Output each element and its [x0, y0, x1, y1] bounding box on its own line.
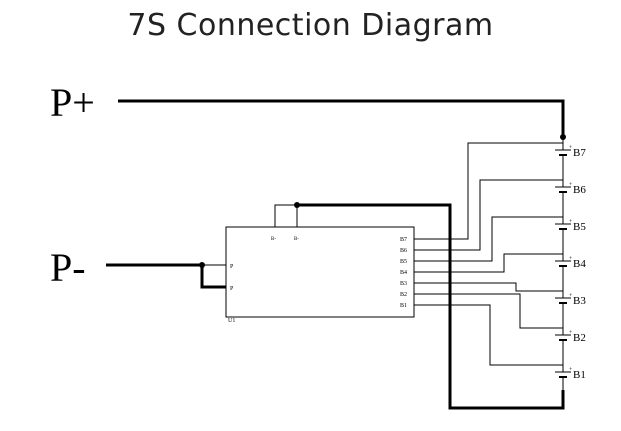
chip-ref: U1	[228, 318, 235, 324]
sense-wires	[414, 142, 563, 366]
p-minus-label: P-	[50, 245, 86, 290]
chip-pin-b5: B5	[400, 259, 407, 265]
b-minus-wire	[297, 203, 565, 410]
battery-cell-b3: +B3	[555, 293, 586, 307]
battery-label: B5	[573, 221, 586, 233]
battery-cell-b6: +B6	[555, 182, 586, 196]
sense-wire-b5	[414, 216, 563, 262]
battery-plus-sign: +	[569, 293, 573, 299]
battery-cell-b4: +B4	[555, 256, 586, 270]
sense-wire-b4	[414, 253, 563, 273]
chip-pin-b1: B1	[400, 303, 407, 309]
chip-pin-b3: B3	[400, 281, 407, 287]
chip-pin-b2: B2	[400, 292, 407, 298]
battery-cell-b1: +B1	[555, 367, 586, 381]
sense-wire-b6	[414, 179, 563, 251]
battery-label: B2	[573, 332, 586, 344]
battery-plus-sign: +	[569, 219, 573, 225]
battery-cell-b7: +B7	[555, 145, 586, 159]
p-plus-wire	[118, 99, 565, 137]
chip-pin-bminus-1: B-	[271, 237, 276, 242]
battery-stack: +B7+B6+B5+B4+B3+B2+B1	[555, 137, 586, 390]
battery-plus-sign: +	[569, 145, 573, 151]
battery-label: B3	[573, 295, 586, 307]
diagram-title: 7S Connection Diagram	[127, 8, 494, 43]
battery-label: B7	[573, 147, 586, 159]
sense-wire-b3	[414, 282, 563, 292]
battery-plus-sign: +	[569, 182, 573, 188]
p-minus-wire	[106, 263, 226, 289]
sense-wire-b2	[414, 293, 563, 329]
battery-label: B4	[573, 258, 586, 270]
battery-cell-b5: +B5	[555, 219, 586, 233]
bminus-pin-wire	[274, 204, 298, 227]
chip-pin-p-2: P	[230, 286, 234, 292]
battery-plus-sign: +	[569, 367, 573, 373]
battery-plus-sign: +	[569, 256, 573, 262]
chip-pin-p-1: P	[230, 264, 234, 270]
sense-wire-b1	[414, 304, 563, 366]
p-plus-label: P+	[50, 80, 95, 125]
protection-ic	[225, 226, 415, 318]
chip-pin-b7: B7	[400, 237, 407, 243]
sense-wire-b7	[414, 142, 563, 240]
battery-label: B6	[573, 184, 586, 196]
chip-pin-b4: B4	[400, 270, 407, 276]
battery-cell-b2: +B2	[555, 330, 586, 344]
battery-label: B1	[573, 369, 586, 381]
chip-pin-b6: B6	[400, 248, 407, 254]
chip-pin-bminus-2: B-	[294, 237, 299, 242]
b-minus-junction	[294, 202, 300, 208]
battery-plus-sign: +	[569, 330, 573, 336]
